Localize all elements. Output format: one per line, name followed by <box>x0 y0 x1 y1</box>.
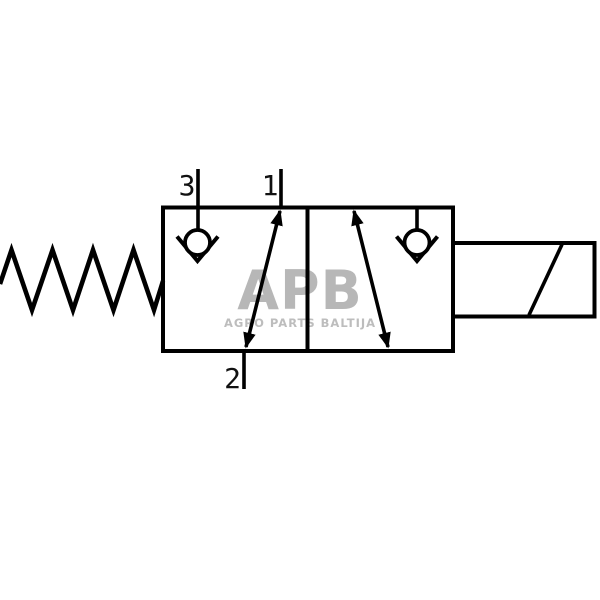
solenoid-diagonal <box>527 243 564 316</box>
check-valve-right <box>394 208 440 265</box>
solenoid-box <box>451 241 597 319</box>
spring-return-symbol <box>0 242 166 318</box>
port-2-label: 2 <box>224 362 241 395</box>
check-valve-right-ball <box>402 228 432 257</box>
check-valve-left-ball <box>183 228 212 257</box>
flow-arrow-right <box>351 209 391 349</box>
check-valve-left <box>175 228 220 265</box>
flow-arrow-left <box>243 209 283 349</box>
port-1-label: 1 <box>262 169 279 202</box>
solenoid-symbol <box>451 241 597 319</box>
port-3-label: 3 <box>179 169 196 202</box>
